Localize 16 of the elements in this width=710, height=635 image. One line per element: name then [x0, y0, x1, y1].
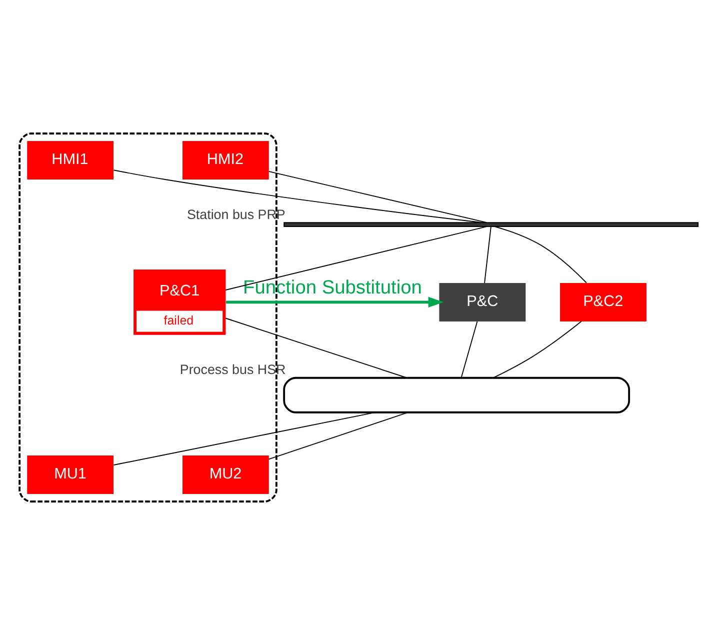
- connector: [268, 170, 488, 224]
- connector: [484, 226, 492, 284]
- arrow: [226, 296, 444, 308]
- connector: [494, 226, 587, 284]
- node-bar: [284, 222, 699, 227]
- connector: [225, 318, 408, 378]
- connector: [113, 170, 483, 224]
- connector: [460, 321, 478, 378]
- node-box: [283, 376, 630, 414]
- node-label: Station bus PRP: [186, 206, 286, 222]
- connector: [492, 320, 582, 378]
- connector: [268, 412, 408, 460]
- node-label: Process bus HSR: [180, 362, 286, 378]
- connector: [225, 226, 488, 290]
- edge-label: Function Substitution: [243, 278, 422, 299]
- connector: [113, 412, 376, 466]
